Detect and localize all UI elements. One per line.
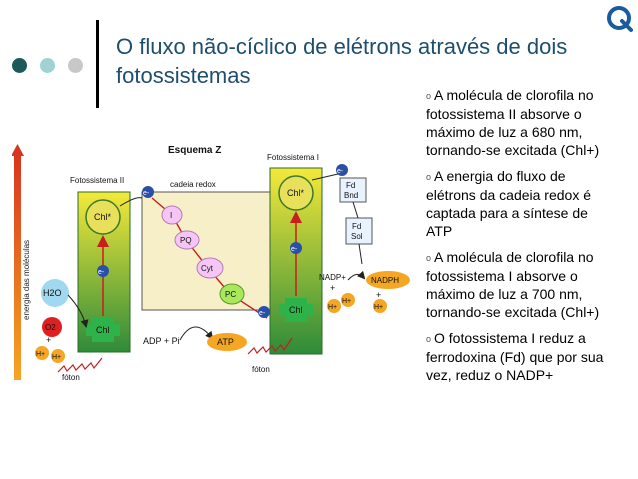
electron-badge: [258, 306, 270, 318]
atp-arrow: [179, 326, 214, 341]
ps2-label: Fotossistema II: [70, 176, 124, 185]
water-bubble: [41, 279, 69, 307]
energy-axis-bar: [14, 154, 21, 380]
chl-label: Chl: [289, 305, 303, 315]
oxygen-label: O2: [45, 323, 56, 332]
bullet-marker: o: [426, 334, 432, 344]
carrier-label: Cyt: [201, 264, 214, 273]
nadp-plus-label: NADP+: [319, 273, 346, 282]
logo-icon: [607, 6, 633, 32]
energy-axis-arrowhead: [12, 144, 24, 156]
ps1-excited-chl: Chl*: [278, 175, 314, 211]
carrier-label: PC: [225, 290, 236, 299]
electron-flow-arrow: [119, 197, 143, 207]
fd-soluble-label: Sol: [351, 232, 363, 241]
decor-dot-light: [40, 58, 55, 73]
title-divider: [96, 20, 99, 108]
carrier-label: I: [170, 211, 172, 220]
adp-pi-label: ADP + Pi: [143, 336, 180, 346]
electron-badge: [336, 164, 348, 176]
nadph-label: NADPH: [371, 276, 399, 285]
photon-wave-ps2: [57, 357, 103, 373]
bullet-text: A energia do fluxo de elétrons da cadeia…: [426, 168, 591, 239]
energy-axis-label: energia das moléculas: [22, 240, 31, 320]
oxygen-bubble: [42, 317, 62, 337]
proton-badge: [373, 299, 387, 313]
plus-sign: +: [330, 283, 335, 293]
proton-label: H+: [342, 298, 351, 305]
ps1-label: Fotossistema I: [267, 153, 319, 162]
electron-label: e-: [291, 246, 298, 253]
chl-label: Chl: [96, 325, 110, 335]
proton-label: H+: [52, 354, 61, 361]
water-label: H2O: [43, 288, 62, 298]
fd-bound-label: Bnd: [344, 191, 358, 200]
fd-flow-arrow: [311, 173, 363, 265]
bullet-marker: o: [426, 172, 432, 182]
electron-badge: [142, 186, 154, 198]
water-split-arrow: [67, 294, 89, 328]
nadph-arrow: [347, 270, 366, 281]
ps2-ground-chl: Chl: [86, 318, 120, 342]
decor-dot-gray: [68, 58, 83, 73]
bullet-marker: o: [426, 253, 432, 263]
redox-chain-box: [141, 191, 271, 311]
plus-sign: +: [376, 290, 381, 300]
carrier-pc: [219, 283, 245, 305]
electron-label: e-: [259, 310, 266, 317]
scheme-title: Esquema Z: [168, 145, 221, 156]
atp-badge: [207, 333, 247, 351]
ps2-excited-chl: Chl*: [85, 199, 121, 235]
carrier-cyt: [196, 257, 224, 279]
fd-bound-label: Fd: [346, 181, 355, 190]
electron-label: e-: [337, 168, 344, 175]
bullet-text: A molécula de clorofila no fotossistema …: [426, 249, 600, 320]
proton-label: H+: [374, 304, 383, 311]
carrier-pq: [174, 230, 200, 250]
electron-badge: [97, 265, 109, 277]
photon-label: fóton: [62, 373, 80, 380]
bullet-marker: o: [426, 91, 432, 101]
fd-soluble-label: Fd: [352, 222, 361, 231]
redox-chain-label: cadeia redox: [170, 180, 216, 189]
ps1-ground-chl: Chl: [279, 298, 313, 322]
proton-label: H+: [328, 304, 337, 311]
electron-badge: [290, 242, 302, 254]
chl-excited-label: Chl*: [287, 188, 305, 198]
proton-badge: [341, 293, 355, 307]
photon-wave-ps1: [247, 337, 293, 355]
nadph-badge: [366, 271, 410, 289]
proton-badge: [51, 349, 65, 363]
bullet-text: O fotossistema I reduz a ferrodoxina (Fd…: [426, 330, 604, 383]
atp-label: ATP: [217, 337, 234, 347]
carrier-label: PQ: [180, 236, 192, 245]
plus-sign: +: [46, 335, 51, 345]
photon-label: fóton: [252, 365, 270, 374]
decor-dot-dark: [12, 58, 27, 73]
electron-label: e-: [98, 269, 105, 276]
proton-label: H+: [36, 351, 45, 358]
proton-badge: [35, 346, 49, 360]
fd-bound-box: [339, 177, 367, 203]
slide-title: O fluxo não-cíclico de elétrons através …: [116, 34, 568, 88]
z-scheme-diagram: energia das moléculas Esquema Z Fotossis…: [12, 144, 410, 380]
bullet-text: A molécula de clorofila no fotossistema …: [426, 87, 600, 158]
carrier-i: [161, 205, 183, 225]
proton-badge: [327, 299, 341, 313]
electron-label: e-: [143, 190, 150, 197]
chl-excited-label: Chl*: [94, 212, 112, 222]
